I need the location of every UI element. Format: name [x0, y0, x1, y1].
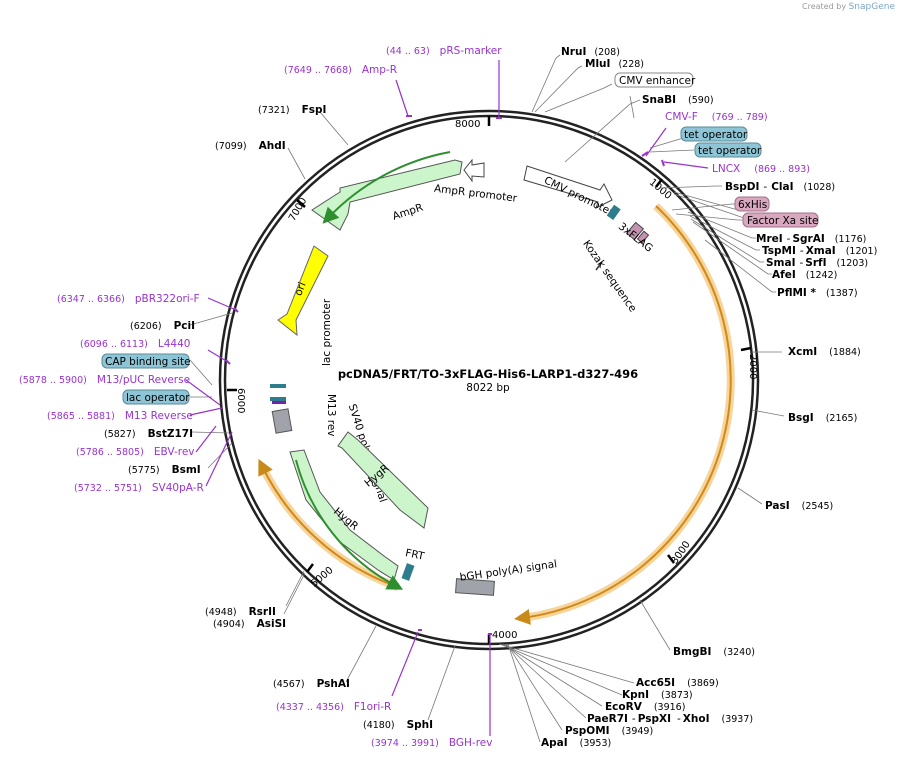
- hygr-strand-arc: [295, 459, 404, 590]
- enzyme-nrui: NruI(208): [561, 46, 620, 58]
- ampr-promoter-feature: [463, 158, 485, 183]
- primer-pbr322ori-f: (6347 .. 6366)pBR322ori-F: [57, 293, 200, 305]
- tet-operator-box-1: [680, 126, 748, 142]
- frt-mark: [401, 563, 415, 581]
- enzyme-ahdi: (7099)AhdI: [215, 140, 286, 152]
- enzyme-pshai: (4567)PshAI: [273, 678, 350, 690]
- flag-tag-mark: [625, 221, 645, 241]
- lac-operator-label: lac operator: [126, 392, 190, 404]
- insert-arc: [514, 205, 732, 625]
- enzyme-pasi: PasI(2545): [765, 500, 833, 512]
- enzyme-snabi: SnaBI(590): [642, 94, 714, 106]
- tick-marks: [227, 116, 752, 644]
- lac-operator-mark: [270, 397, 286, 401]
- primer-amp-r: (7649 .. 7668)Amp-R: [284, 64, 397, 76]
- plasmid-name: pcDNA5/FRT/TO-3xFLAG-His6-LARP1-d327-496: [338, 367, 638, 381]
- kozak-label: Kozak sequence: [580, 238, 638, 314]
- enzyme-pflmi: PflMI *(1387): [777, 287, 858, 299]
- ampr-strand-arc: [322, 151, 451, 224]
- primer-m13-puc-reverse: (5878 .. 5900)M13/pUC Reverse: [19, 374, 190, 386]
- enzyme-ecorv: EcoRV(3916): [605, 701, 685, 713]
- enzyme-rsrii: (4948)RsrII: [205, 606, 276, 618]
- ampr-promoter-label: AmpR promoter: [433, 183, 518, 205]
- primer-l4440: (6096 .. 6113)L4440: [80, 338, 190, 350]
- cmv-promoter-feature: [523, 165, 613, 209]
- primer-marks: [225, 115, 665, 635]
- cmv-enhancer-box: [614, 72, 694, 88]
- primer-sv40pa-r: (5732 .. 5751)SV40pA-R: [74, 482, 204, 494]
- primer-cmv-f: CMV-F(769 .. 789): [665, 111, 768, 123]
- hygr-arc: [258, 458, 399, 588]
- enzyme-xcmi: XcmI(1884): [788, 346, 861, 358]
- cap-binding-label: CAP binding site: [105, 356, 191, 368]
- kozak-mark: [595, 261, 603, 271]
- tet-operator-label-2: tet operator: [698, 145, 762, 157]
- backbone-outer: [218, 109, 760, 651]
- enzyme-sphi: (4180)SphI: [363, 719, 433, 731]
- enzyme-bspdi-clai: BspDI-ClaI(1028): [725, 181, 835, 193]
- m13-rev-label: M13 rev: [325, 394, 337, 437]
- tick-label-4000: 4000: [492, 630, 517, 641]
- factor-xa-label: Factor Xa site: [747, 215, 818, 227]
- enzyme-labels: NruI(208) MluI(228) SnaBI(590) BspDI-Cla…: [104, 46, 877, 749]
- tet-operator-mark: [606, 204, 621, 221]
- ori-label: ori: [292, 280, 308, 297]
- enzyme-tspmi-xmai: TspMI-XmaI(1201): [762, 245, 877, 257]
- lac-operator-box: [122, 389, 190, 405]
- insert-highlight-arc: [521, 203, 735, 622]
- enzyme-acc65i: Acc65I(3869): [636, 677, 719, 689]
- tet-operator-label-1: tet operator: [684, 129, 748, 141]
- cap-binding-box: [101, 353, 190, 369]
- cmv-enhancer-label: CMV enhancer: [619, 75, 696, 87]
- enzyme-smai-srfi: SmaI-SrfI(1203): [766, 257, 868, 269]
- ampr-label: AmpR: [391, 202, 425, 223]
- bgh-label: bGH poly(A) signal: [459, 558, 558, 584]
- enzyme-pcii: (6206)PciI: [130, 320, 195, 332]
- primer-lncx: LNCX(869 .. 893): [712, 163, 810, 175]
- enzyme-bmgbi: BmgBI(3240): [673, 646, 755, 658]
- hygr-inner-feature: [337, 431, 429, 529]
- primer-m13-reverse: (5865 .. 5881)M13 Reverse: [47, 410, 193, 422]
- primer-prs-marker: (44 .. 63)pRS-marker: [386, 45, 502, 57]
- his-tag-label: 6xHis: [738, 199, 767, 211]
- his-tag-box: [734, 196, 770, 212]
- tet-operator-box-2: [694, 142, 762, 158]
- enzyme-fspi: (7321)FspI: [258, 104, 326, 116]
- primer-f1ori-r: (4337 .. 4356)F1ori-R: [276, 701, 391, 713]
- tick-label-2000: 2000: [747, 354, 758, 379]
- enzyme-afei: AfeI(1242): [772, 269, 837, 281]
- enzyme-mrei-sgrai: MreI-SgrAI(1176): [756, 233, 866, 245]
- primer-labels: (44 .. 63)pRS-marker (7649 .. 7668)Amp-R…: [19, 45, 810, 749]
- sv40-feature: [271, 408, 293, 434]
- enzyme-paer7i-pspxi-xhoi: PaeR7I-PspXI-XhoI(3937): [587, 713, 753, 725]
- snapgene-credit: Created by SnapGene: [802, 2, 895, 12]
- plasmid-length: 8022 bp: [466, 382, 510, 394]
- enzyme-bsmi: (5775)BsmI: [128, 464, 201, 476]
- m13-mark: [272, 401, 286, 404]
- tick-label-6000: 6000: [235, 388, 246, 413]
- snapgene-logo: SnapGene: [848, 2, 895, 12]
- primer-bgh-rev: (3974 .. 3991)BGH-rev: [371, 737, 492, 749]
- lac-promoter-label: lac promoter: [321, 298, 333, 366]
- boxed-features: CMV enhancer tet operator tet operator 6…: [101, 72, 819, 405]
- enzyme-bsgi: BsgI(2165): [788, 412, 857, 424]
- primer-lines: [185, 60, 709, 736]
- factor-xa-box: [742, 212, 819, 228]
- enzyme-pspomi: PspOMI(3949): [565, 725, 653, 737]
- primer-ebv-rev: (5786 .. 5805)EBV-rev: [76, 446, 195, 458]
- enzyme-bstz17i: (5827)BstZ17I: [104, 428, 193, 440]
- ori-feature: [277, 245, 329, 337]
- his-tag-mark: [636, 230, 650, 244]
- enzyme-mlui: MluI(228): [585, 58, 644, 70]
- bgh-feature: [455, 578, 495, 596]
- credit-prefix: Created by: [802, 2, 847, 11]
- frt-label: FRT: [404, 547, 426, 563]
- enzyme-kpni: KpnI(3873): [622, 689, 693, 701]
- enzyme-apai: ApaI(3953): [541, 737, 611, 749]
- enzyme-asisi: (4904)AsiSI: [213, 618, 286, 630]
- cap-binding-mark: [270, 384, 286, 388]
- tick-label-8000: 8000: [455, 119, 480, 130]
